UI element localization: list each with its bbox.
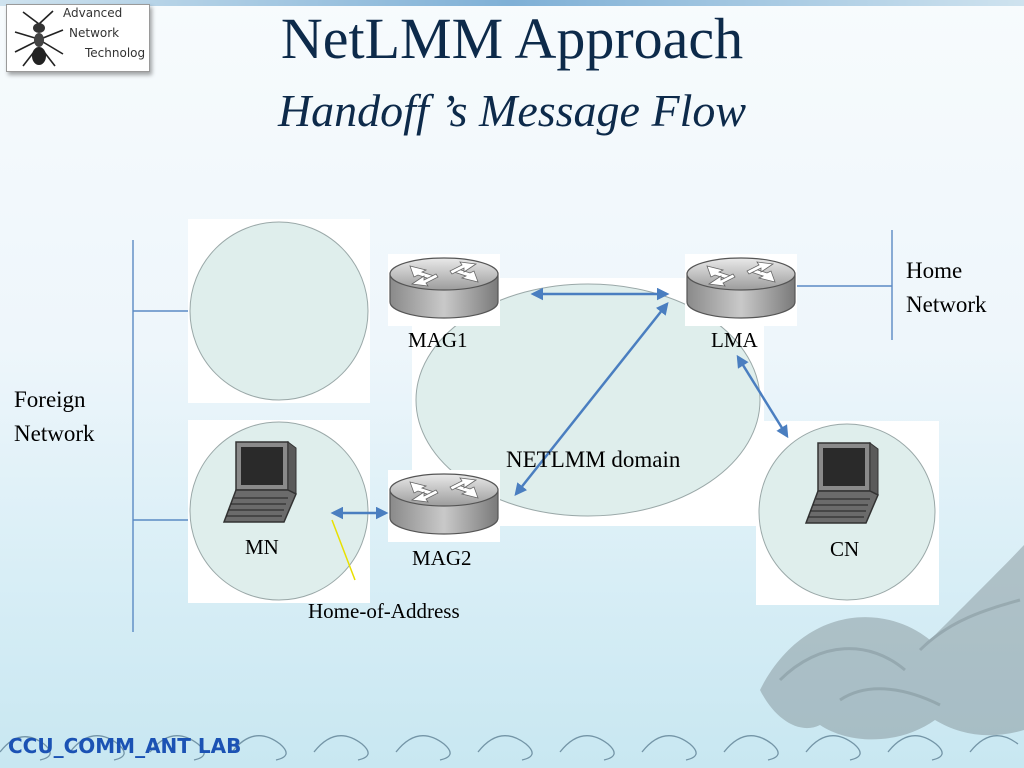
slide-title: NetLMM Approach <box>280 6 744 71</box>
cn-label: CN <box>830 537 860 561</box>
foreign-network-label: Foreign Network <box>14 383 94 451</box>
lab-logo: Advanced Network Technolog <box>6 4 150 72</box>
foreign-cell-empty <box>189 221 369 401</box>
mag1-label: MAG1 <box>408 328 468 352</box>
home-network-label: Home Network <box>906 254 986 322</box>
mag2-label: MAG2 <box>412 546 472 570</box>
foreign-network-line1: Foreign <box>14 387 86 412</box>
mn-label: MN <box>245 535 279 559</box>
foreign-network-line2: Network <box>14 421 95 446</box>
lma-router-icon <box>684 253 798 327</box>
home-of-address-pointer <box>331 519 356 581</box>
dragon-decoration <box>760 545 1024 740</box>
logo-text-line1: Advanced <box>63 6 123 20</box>
arrow-mag2-lma <box>514 302 669 496</box>
mag2-router-icon <box>387 469 501 543</box>
slide-subtitle: Handoff ’s Message Flow <box>277 85 747 136</box>
mag1-router-icon <box>387 253 501 327</box>
lma-label: LMA <box>711 328 758 352</box>
home-network-line1: Home <box>906 258 963 283</box>
home-network-line2: Network <box>906 292 987 317</box>
wave-decoration <box>0 735 1019 761</box>
logo-text-line3: Technolog <box>85 46 146 60</box>
ant-icon <box>14 10 64 67</box>
top-accent-bar <box>0 0 1024 6</box>
home-of-address-label: Home-of-Address <box>308 599 460 623</box>
netlmm-domain-label: NETLMM domain <box>506 447 681 472</box>
logo-text-line2: Network <box>69 26 120 40</box>
arrow-lma-cn <box>736 354 789 439</box>
footer-lab-name: CCU_COMM_ANT LAB <box>8 734 242 758</box>
